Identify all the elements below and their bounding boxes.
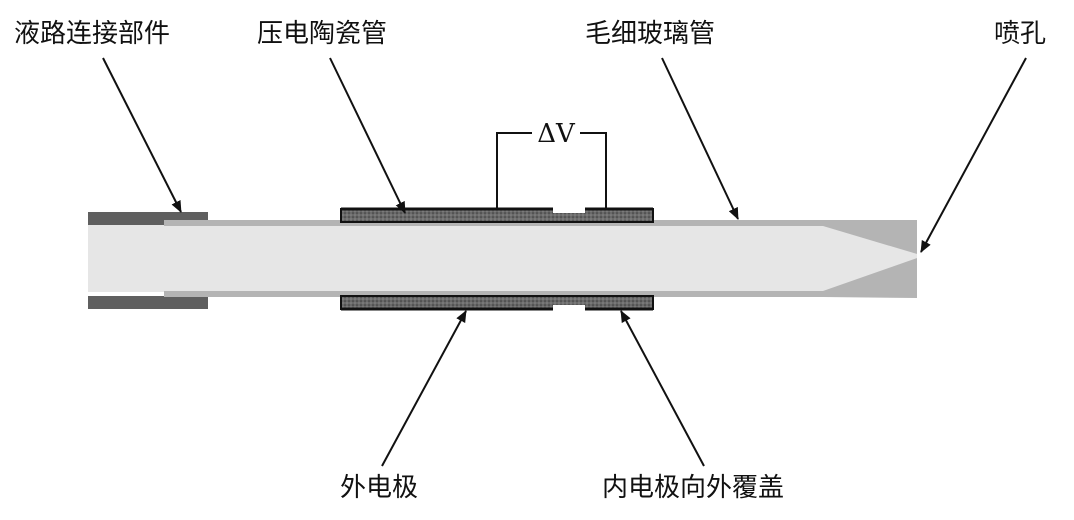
piezo-gap-top [553, 208, 585, 213]
label-piezo-tube: 压电陶瓷管 [257, 19, 387, 49]
arrow-outer-electrode [381, 310, 467, 467]
capillary-wall-bottom [164, 291, 824, 297]
arrow-capillary [661, 57, 739, 220]
piezo-tube-bottom [340, 295, 654, 310]
arrow-inner-electrode [620, 310, 705, 467]
voltage-wire-right [580, 132, 607, 209]
capillary-bore [88, 225, 917, 292]
label-inner-electrode: 内电极向外覆盖 [602, 473, 784, 503]
piezo-gap-bottom [553, 305, 585, 310]
label-nozzle: 喷孔 [994, 19, 1046, 49]
label-connector: 液路连接部件 [14, 19, 170, 49]
label-capillary: 毛细玻璃管 [585, 19, 715, 49]
arrow-nozzle [920, 57, 1027, 253]
nozzle-wall-top [823, 220, 917, 254]
voltage-wire [496, 132, 532, 209]
connector-bottom [88, 296, 208, 309]
nozzle-wall-bottom [823, 258, 917, 298]
arrow-piezo-tube [329, 57, 406, 214]
voltage-label: ΔV [537, 119, 576, 149]
arrow-connector [102, 57, 182, 213]
piezo-tube-top [340, 208, 654, 223]
label-outer-electrode: 外电极 [340, 473, 418, 503]
